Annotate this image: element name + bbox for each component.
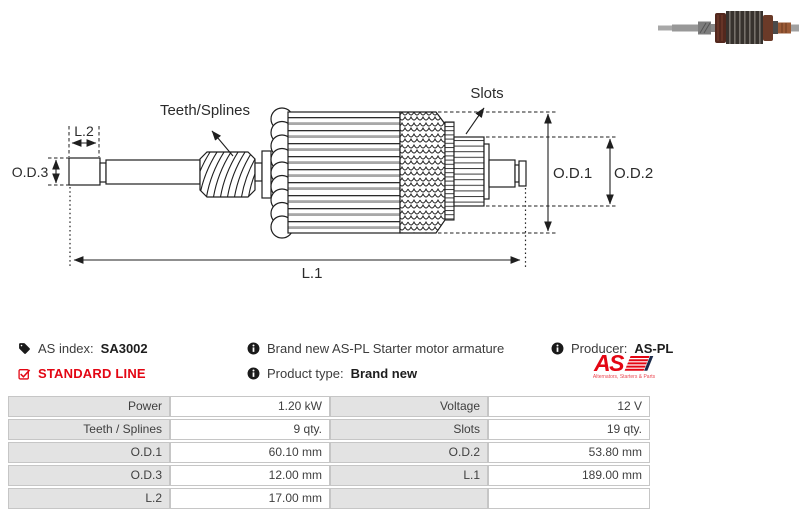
l1-dim-label: L.1 [302, 265, 323, 282]
l2-dim-label: L.2 [74, 123, 94, 139]
tag-icon [18, 342, 31, 355]
as-index-label: AS index: [38, 341, 94, 356]
product-type-row: Product type: Brand new [247, 366, 417, 381]
armature-technical-diagram: O.D.3 L.2 Teeth/Splines Slots O.D.1 O.D.… [12, 85, 653, 282]
od2-dim-label: O.D.2 [614, 165, 653, 182]
photo-armature [658, 11, 799, 44]
slots-leader-arrow [465, 107, 485, 135]
spec-label: O.D.2 [330, 442, 488, 463]
spec-value-empty [488, 488, 650, 509]
shaft-right-end [488, 159, 527, 188]
logo-tagline: Alternators, Starters & Parts [592, 374, 656, 380]
spec-label: Voltage [330, 396, 488, 417]
shaft-left-end [68, 157, 201, 186]
dimension-lines [52, 107, 614, 264]
checked-checkbox-icon [18, 367, 31, 380]
as-index-row: AS index: SA3002 [18, 341, 148, 356]
logo-stripes-icon [624, 356, 654, 371]
spec-value: 60.10 mm [170, 442, 330, 463]
commutator [453, 136, 490, 207]
dimension-extension-lines [48, 111, 617, 267]
slots-label: Slots [470, 85, 503, 102]
description-row: Brand new AS-PL Starter motor armature [247, 341, 504, 356]
od1-dim-label: O.D.1 [553, 165, 592, 182]
spec-label: Power [8, 396, 170, 417]
producer-label: Producer: [571, 341, 628, 356]
spec-label: Teeth / Splines [8, 419, 170, 440]
as-pl-logo: AS Alternators, Starters & Parts [585, 350, 663, 380]
product-description: Brand new AS-PL Starter motor armature [267, 341, 505, 356]
info-icon [247, 342, 260, 355]
producer-value: AS-PL [634, 341, 674, 356]
shaft-mid-section [254, 150, 272, 199]
info-icon [247, 367, 260, 380]
spec-value: 1.20 kW [170, 396, 330, 417]
standard-line-row: STANDARD LINE [18, 366, 146, 381]
spec-label: O.D.3 [8, 465, 170, 486]
product-photo [658, 11, 799, 44]
teeth-splines-section [199, 151, 256, 198]
spec-label: Slots [330, 419, 488, 440]
od3-dim-label: O.D.3 [12, 164, 49, 180]
teeth-splines-leader-arrow [211, 130, 234, 157]
spec-value: 17.00 mm [170, 488, 330, 509]
spec-label: O.D.1 [8, 442, 170, 463]
spec-value: 12 V [488, 396, 650, 417]
product-type-label: Product type: [267, 366, 344, 381]
spec-value: 19 qty. [488, 419, 650, 440]
spec-label: L.2 [8, 488, 170, 509]
armature-core [287, 111, 401, 234]
spec-value: 189.00 mm [488, 465, 650, 486]
slots-section [399, 111, 455, 234]
spec-label: L.1 [330, 465, 488, 486]
info-icon [551, 342, 564, 355]
spec-label-empty [330, 488, 488, 509]
as-index-value: SA3002 [100, 341, 148, 356]
standard-line-badge: STANDARD LINE [38, 366, 146, 381]
product-type-value: Brand new [350, 366, 418, 381]
spec-value: 53.80 mm [488, 442, 650, 463]
spec-value: 9 qty. [170, 419, 330, 440]
teeth-splines-label: Teeth/Splines [160, 102, 250, 119]
spec-table: Power 1.20 kW Voltage 12 V Teeth / Splin… [8, 396, 650, 509]
spec-value: 12.00 mm [170, 465, 330, 486]
logo-as-text: AS [594, 350, 624, 376]
producer-row: Producer: AS-PL [551, 341, 673, 356]
